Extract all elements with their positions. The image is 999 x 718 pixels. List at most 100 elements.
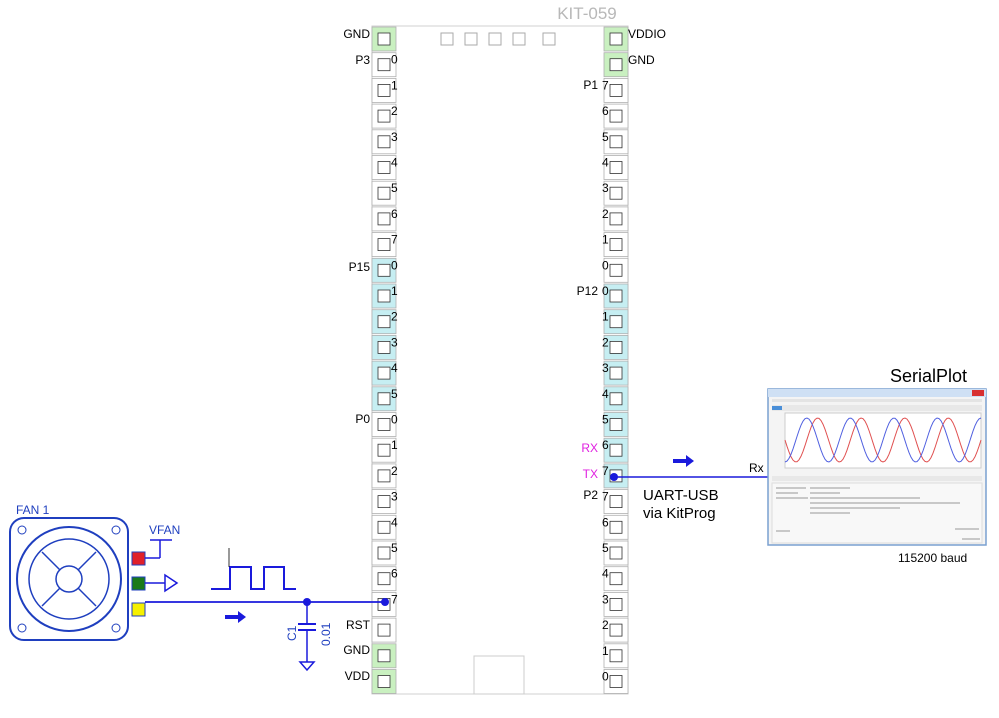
label-p3: P3 [355,53,370,67]
pin-square [609,58,623,72]
pin-square [609,135,623,149]
pin-pad [603,463,629,489]
label-p1: P1 [583,78,598,92]
right-pin-number: 1 [602,233,609,247]
kit-board-outline [371,25,629,695]
serialplot-window-thumbnail [767,388,987,546]
pin-square [609,392,623,406]
pin-square [377,572,391,586]
left-pin-number: 3 [391,335,398,349]
label-gnd-bottom: GND [343,643,370,657]
right-pin-number: 3 [602,361,609,375]
pin-square [377,32,391,46]
pin-square [609,675,623,688]
pin-square [609,212,623,226]
pin-square [377,340,391,354]
pin-square [609,520,623,534]
pin-pad [603,180,629,206]
right-pin-number: 0 [602,258,609,272]
left-pin-number: 2 [391,104,398,118]
pin-square [377,546,391,560]
label-p15: P15 [349,260,371,274]
pin-square [377,135,391,149]
signal-arrow-left [225,611,246,623]
right-pin-number: 7 [602,464,609,478]
pin-square [377,418,391,431]
label-gnd-right: GND [628,53,655,67]
pin-square [609,366,623,380]
left-pin-number: 2 [391,310,398,324]
label-p0: P0 [355,412,370,426]
pin-square [377,109,391,123]
right-pin-number: 0 [602,670,609,684]
label-vddio: VDDIO [628,27,666,41]
vfan-label: VFAN [149,523,180,537]
right-pin-number: 3 [602,181,609,195]
left-pin-number: 5 [391,387,398,401]
pin-square [377,366,391,380]
pin-pad [371,103,397,129]
pin-square [609,572,623,586]
kit-title: KIT-059 [557,4,617,23]
right-pin-number: 4 [602,156,609,170]
label-rx: RX [581,441,598,455]
pin-square [609,649,623,663]
right-pin-number: 1 [602,644,609,658]
cap-value: 0.01 [319,622,333,646]
right-pin-number: 1 [602,310,609,324]
left-pin-number: 3 [391,490,398,504]
right-pin-number: 2 [602,335,609,349]
left-pin-number: 0 [391,53,398,67]
left-pin-number: 1 [391,284,398,298]
pin-pad [371,617,397,643]
right-pin-number: 5 [602,413,609,427]
right-pin-number: 5 [602,541,609,555]
signal-arrow-right [673,455,694,467]
pin-square [377,443,391,457]
left-pin-number: 6 [391,207,398,221]
serialplot-baud: 115200 baud [898,551,967,565]
pin-square [609,289,623,303]
pin-square [377,315,391,329]
uart-line1: UART-USB [643,487,719,504]
serialplot-title: SerialPlot [890,366,967,386]
fan-pin-yellow [131,602,146,617]
pin-square [609,238,623,252]
label-gnd-top: GND [343,27,370,41]
pin-square [377,649,391,663]
pin-square [377,212,391,226]
pin-square [377,84,391,97]
pin-square [609,598,623,611]
pin-square [609,186,623,200]
pin-square [609,418,623,431]
right-pin-number: 2 [602,618,609,632]
left-pin-number: 5 [391,181,398,195]
left-pin-number: 7 [391,233,398,247]
fan-pin-green [131,576,146,591]
pin-pad [603,514,629,540]
label-p12: P12 [577,284,599,298]
left-pin-number: 5 [391,541,398,555]
right-pin-number: 6 [602,104,609,118]
right-pin-number: 7 [602,78,609,92]
pin-square [377,520,391,534]
left-pin-number: 1 [391,438,398,452]
right-pin-number: 3 [602,592,609,606]
pin-square [377,392,391,406]
ground-symbol [164,573,179,593]
usb-connector [473,655,525,695]
pin-square [377,161,391,174]
pin-square [377,469,391,483]
pin-square [377,263,391,277]
left-pin-number: 0 [391,258,398,272]
right-pin-number: 4 [602,387,609,401]
pin-square [609,315,623,329]
label-vdd: VDD [345,669,371,683]
pin-square [609,546,623,560]
pin-square [377,186,391,200]
left-pin-number: 4 [391,515,398,529]
pin-square [609,623,623,637]
pin-square [377,675,391,688]
pin-square [609,495,623,509]
